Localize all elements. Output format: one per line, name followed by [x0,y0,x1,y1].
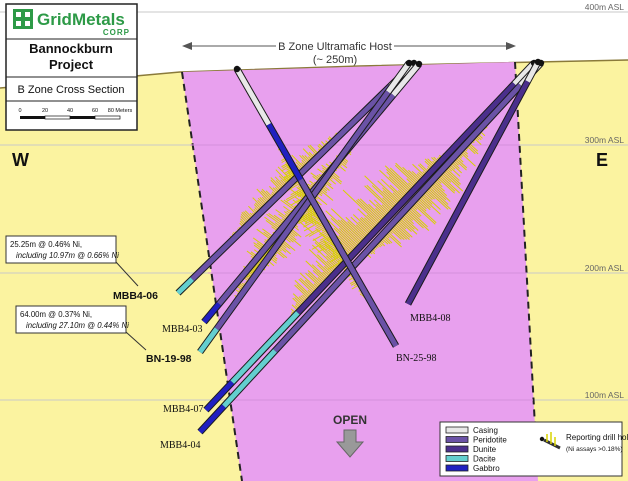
drill-hole-bn-25-98 [233,65,400,348]
title-line2: Project [49,57,94,72]
title-subtitle: B Zone Cross Section [18,84,125,96]
legend-label-0: Casing [473,426,498,435]
arrow-head-right [506,42,516,50]
legend-swatch-0 [445,426,469,434]
scale-80: 80 Meters [108,108,133,114]
drill-hole-mbb4-08 [404,58,542,306]
label-mbb4-07: MBB4-07 [163,404,204,415]
legend-label-4: Gabbro [473,464,500,473]
callout-1-line2: including 10.97m @ 0.66% Ni [16,251,119,260]
callout-2-leader [125,331,147,351]
arrow-head-left [182,42,192,50]
contact-east [514,61,539,481]
scale-40: 40 [67,108,73,114]
callout-2-line1: 64.00m @ 0.37% Ni, [20,310,92,319]
elev-100: 100m ASL [585,390,624,400]
grid-logo-icon [13,9,33,29]
direction-west: W [12,150,29,170]
legend-swatch-4 [445,464,469,472]
legend-swatch-2 [445,445,469,453]
callout-2-box [15,305,127,334]
logo-name: GridMetals [37,10,125,29]
legend-label-1: Peridotite [473,436,507,445]
drill-hole-bn-19-98 [197,59,413,355]
legend-reporting-label: Reporting drill hole [566,433,628,442]
host-label-bg [276,38,394,54]
legend-swatch-3 [445,455,469,462]
direction-east: E [596,150,608,170]
drill-hole-icon [539,432,561,450]
collar-bn-25-98 [233,65,241,73]
callout-2-line2: including 27.10m @ 0.44% Ni [26,321,129,330]
legend-swatch-1 [445,436,469,443]
open-arrow-icon [335,429,365,458]
collar-bn-19-98 [405,59,413,67]
callout-1-box [5,235,117,264]
contact-west [181,71,243,481]
elev-400: 400m ASL [585,2,624,12]
collar-mbb4-03 [415,60,423,68]
legend-label-3: Dacite [473,455,496,464]
host-label: B Zone Ultramafic Host [278,41,392,53]
label-mbb4-04: MBB4-04 [160,440,201,451]
logo-sub: CORP [103,28,130,37]
title-line1: Bannockburn [29,41,113,56]
collar-mbb4-08 [534,58,542,66]
legend-box [439,421,623,477]
scale-20: 20 [42,108,48,114]
legend-label-2: Dunite [473,445,497,454]
callout-1-leader [115,261,139,287]
callout-1-line1: 25.25m @ 0.46% Ni, [10,240,82,249]
drill-holes [175,58,545,435]
label-mbb4-06: MBB4-06 [113,290,158,302]
label-mbb4-03: MBB4-03 [162,324,203,335]
legend-reporting-note: (Ni assays >0.18%) [566,446,623,453]
label-bn-19-98: BN-19-98 [146,353,192,365]
scale-bar [20,115,121,120]
scale-60: 60 [92,108,98,114]
label-mbb4-08: MBB4-08 [410,313,451,324]
elev-300: 300m ASL [585,135,624,145]
label-bn-25-98: BN-25-98 [396,353,437,364]
scale-0: 0 [18,108,21,114]
open-label: OPEN [333,413,367,427]
host-width: (~ 250m) [313,54,357,66]
drill-hole-mbb4-07 [203,59,538,413]
elev-200: 200m ASL [585,263,624,273]
